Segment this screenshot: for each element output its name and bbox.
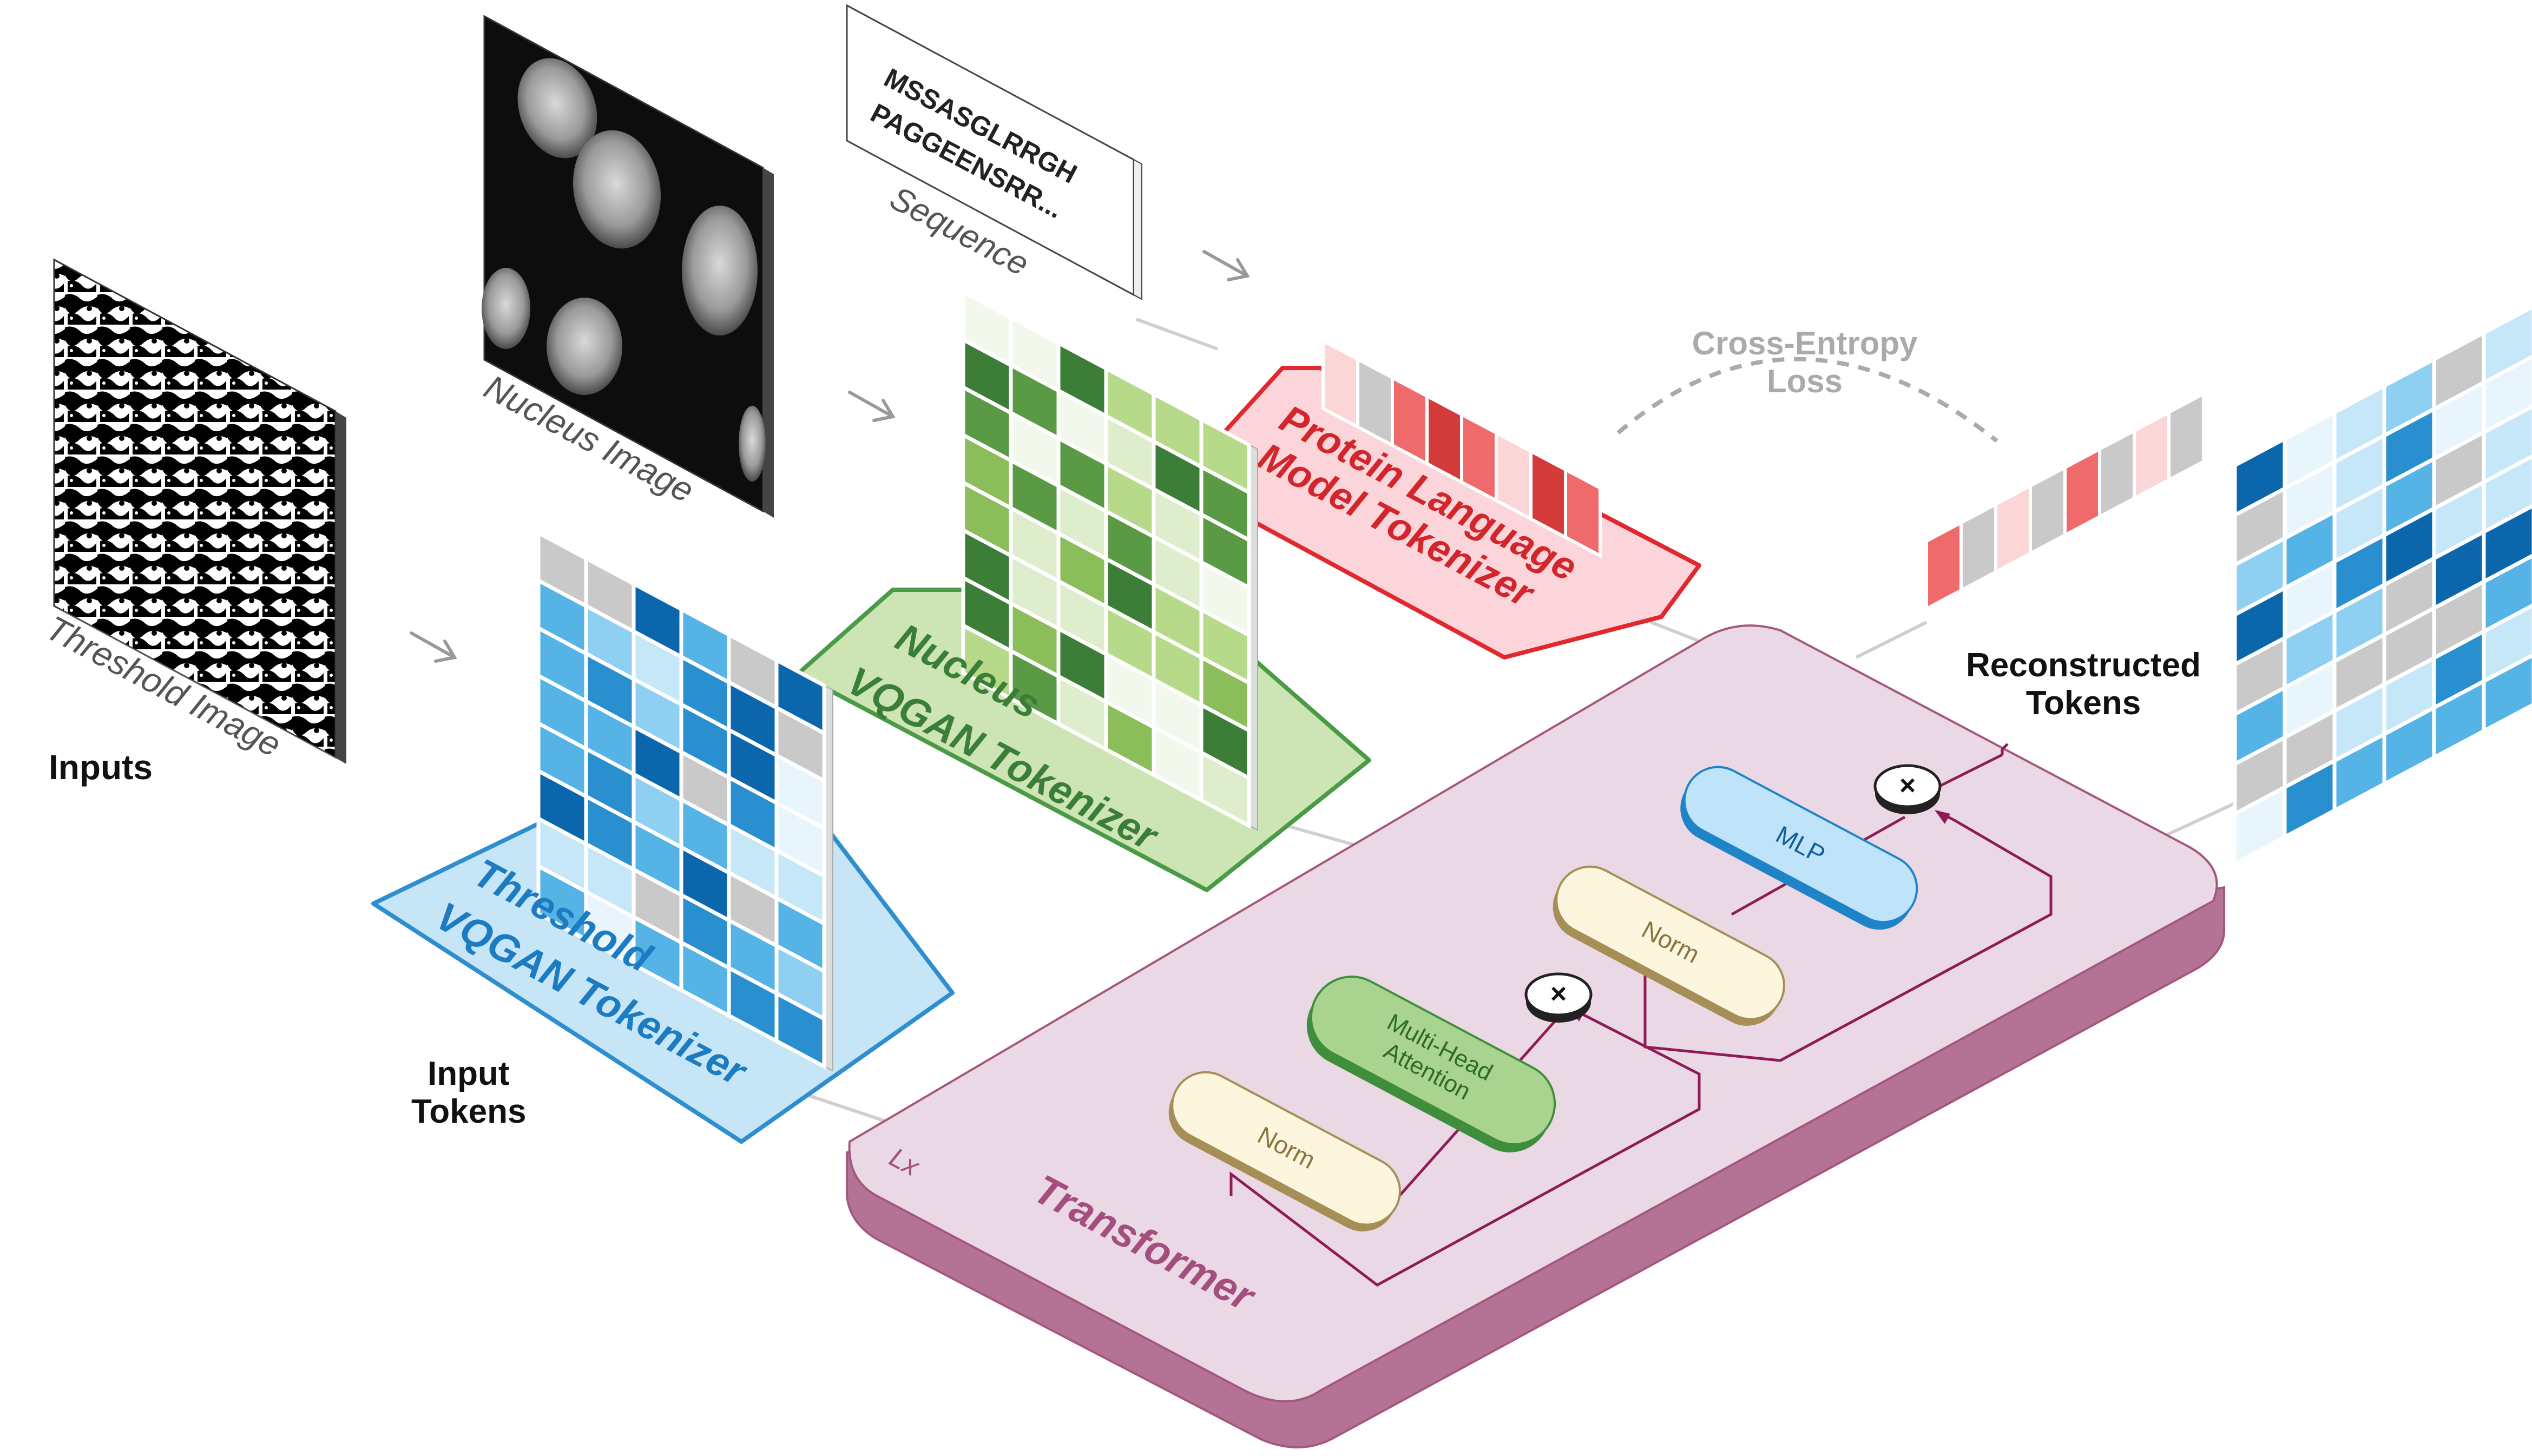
norm-block-1: Norm bbox=[1168, 1071, 1401, 1231]
token-cell bbox=[2482, 454, 2532, 535]
attention-block: Multi-Head Attention bbox=[1306, 976, 1556, 1152]
loss-arc bbox=[1616, 357, 1998, 443]
token-cell bbox=[1925, 520, 1963, 611]
reconstructed-tokens-label-1: Reconstructed bbox=[1966, 647, 2201, 684]
norm-block-2: Norm bbox=[1553, 865, 1785, 1026]
token-cell bbox=[2482, 354, 2532, 436]
multiply-icon: × bbox=[1550, 978, 1567, 1010]
threshold-image-panel bbox=[53, 258, 346, 764]
token-cell bbox=[2482, 603, 2532, 684]
cross-entropy-label-1: Cross-Entropy bbox=[1692, 325, 1918, 361]
token-cell bbox=[2098, 428, 2136, 519]
reconstructed-token-grid bbox=[2233, 305, 2532, 867]
protein-token-strip bbox=[1321, 338, 1602, 558]
input-tokens-label-2: Tokens bbox=[411, 1093, 526, 1130]
token-cell bbox=[2167, 391, 2205, 483]
token-cell bbox=[2482, 653, 2532, 734]
token-cell bbox=[2133, 410, 2171, 501]
token-cell bbox=[1959, 502, 1997, 593]
multiply-node-2: × bbox=[1873, 764, 1942, 814]
token-cell bbox=[2482, 305, 2532, 386]
nucleus-token-grid bbox=[961, 289, 1258, 831]
token-cell bbox=[1199, 749, 1251, 829]
token-cell bbox=[2482, 554, 2532, 635]
token-cell bbox=[1564, 467, 1602, 558]
arrow-icon bbox=[410, 631, 457, 663]
token-cell bbox=[2063, 446, 2101, 538]
token-cell bbox=[1994, 483, 2032, 575]
threshold-token-grid bbox=[536, 530, 833, 1072]
multiply-node-1: × bbox=[1524, 972, 1593, 1023]
nucleus-image-panel bbox=[482, 15, 774, 518]
output-token-strip bbox=[1925, 391, 2205, 611]
token-cell bbox=[2482, 404, 2532, 485]
token-cell bbox=[2482, 504, 2532, 585]
mlp-block: MLP bbox=[1680, 766, 1918, 930]
input-tokens-label-1: Input bbox=[428, 1055, 510, 1092]
sequence-card bbox=[846, 4, 1142, 300]
cross-entropy-label-2: Loss bbox=[1767, 363, 1843, 399]
arrow-icon bbox=[1202, 250, 1250, 281]
inputs-label: Inputs bbox=[49, 748, 153, 787]
reconstructed-tokens-label-2: Tokens bbox=[2026, 684, 2141, 722]
token-cell bbox=[774, 990, 826, 1070]
arrow-icon bbox=[848, 391, 896, 422]
multiply-icon: × bbox=[1899, 770, 1916, 801]
token-cell bbox=[2029, 465, 2067, 556]
